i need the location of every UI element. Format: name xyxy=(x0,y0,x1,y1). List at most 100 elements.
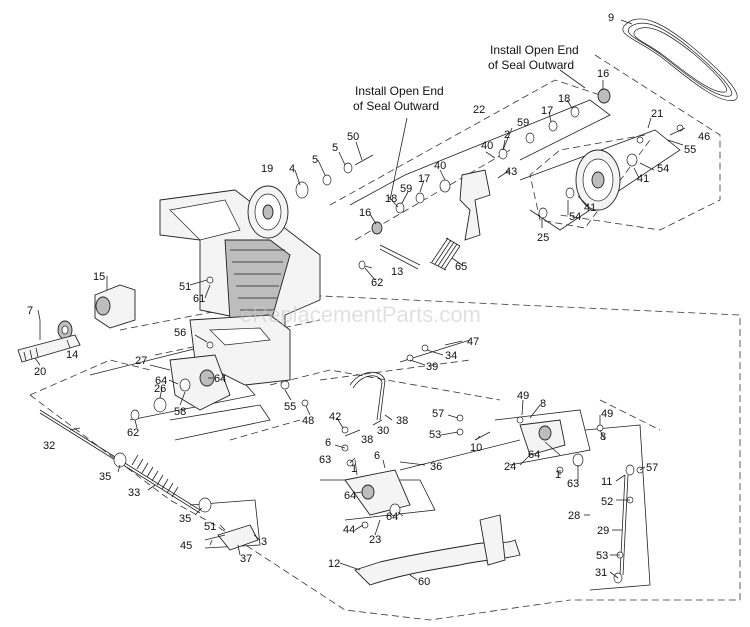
callout-50: 50 xyxy=(347,131,359,143)
callout-23: 23 xyxy=(369,534,381,546)
callout-55-lower: 55 xyxy=(284,401,296,413)
callout-64-center-lower: 64 xyxy=(386,511,398,523)
callout-62: 62 xyxy=(371,277,383,289)
callout-35: 35 xyxy=(99,471,111,483)
callout-1-center: 1 xyxy=(351,463,357,475)
callout-21: 21 xyxy=(651,108,663,120)
callout-55: 55 xyxy=(684,144,696,156)
washer-14-part xyxy=(57,320,73,340)
callout-32: 32 xyxy=(43,440,55,452)
bracket-23-part xyxy=(344,469,411,517)
callout-8-right: 8 xyxy=(600,431,606,443)
spring-33-part xyxy=(113,452,212,513)
callout-48: 48 xyxy=(302,415,314,427)
callout-20: 20 xyxy=(34,366,46,378)
callout-25: 25 xyxy=(537,232,549,244)
callout-51: 51 xyxy=(179,281,191,293)
watermark: eReplacementParts.com xyxy=(240,302,481,327)
callout-3: 3 xyxy=(261,536,267,548)
callout-12: 12 xyxy=(328,558,340,570)
callout-5: 5 xyxy=(332,142,338,154)
pedal-bracket-part xyxy=(130,354,231,421)
callout-40: 40 xyxy=(481,140,493,152)
seal-note-left-line1: Install Open End xyxy=(355,84,444,98)
callout-40-lower: 40 xyxy=(434,160,446,172)
callout-26: 26 xyxy=(154,383,166,395)
callout-37: 37 xyxy=(240,553,252,565)
bracket-24-part xyxy=(519,419,584,467)
callout-7: 7 xyxy=(27,305,33,317)
callout-64-bracket: 64 xyxy=(528,449,540,461)
callout-18-lower: 18 xyxy=(385,193,397,205)
callout-61: 61 xyxy=(193,293,205,305)
cable-30-part xyxy=(349,371,386,421)
callout-39: 39 xyxy=(426,361,438,373)
callout-2: 2 xyxy=(504,129,510,141)
callout-38-lower: 38 xyxy=(361,434,373,446)
callout-4: 4 xyxy=(289,163,295,175)
callout-64: 64 xyxy=(155,375,167,387)
callout-16: 16 xyxy=(597,68,609,80)
frame-part xyxy=(159,189,321,386)
callout-17-lower: 17 xyxy=(418,173,430,185)
callout-14: 14 xyxy=(66,349,78,361)
callout-60: 60 xyxy=(418,576,430,588)
callout-27: 27 xyxy=(135,355,147,367)
callout-38: 38 xyxy=(396,415,408,427)
callout-64-right: 64 xyxy=(214,373,226,385)
spring-65-part xyxy=(429,237,461,271)
callout-34: 34 xyxy=(445,350,457,362)
bearing-15-part xyxy=(94,284,136,329)
pulley-19-part xyxy=(247,185,289,239)
callout-54: 54 xyxy=(657,163,669,175)
callout-58: 58 xyxy=(174,406,186,418)
callout-49: 49 xyxy=(517,390,529,402)
callout-15: 15 xyxy=(93,271,105,283)
callout-49-right: 49 xyxy=(601,408,613,420)
callout-65: 65 xyxy=(455,261,467,273)
callout-56: 56 xyxy=(174,327,186,339)
idler-arm-part xyxy=(371,88,611,241)
callout-28: 28 xyxy=(568,510,580,522)
callout-16-lower: 16 xyxy=(359,207,371,219)
callout-5-lower: 5 xyxy=(312,154,318,166)
callout-59-lower: 59 xyxy=(400,183,412,195)
callout-31: 31 xyxy=(595,567,607,579)
callout-17: 17 xyxy=(541,105,553,117)
callout-33: 33 xyxy=(128,487,140,499)
callout-30: 30 xyxy=(377,425,389,437)
pedal-arm-part xyxy=(354,514,521,586)
callout-24: 24 xyxy=(504,461,516,473)
seal-note-left-line2: of Seal Outward xyxy=(353,99,439,113)
callout-51-lower: 51 xyxy=(204,521,216,533)
callout-52: 52 xyxy=(601,496,613,508)
callout-47: 47 xyxy=(467,336,479,348)
callout-13: 13 xyxy=(391,266,403,278)
callout-57-right: 57 xyxy=(646,462,658,474)
callout-45: 45 xyxy=(180,540,192,552)
callout-9: 9 xyxy=(608,12,614,24)
turnbuckle-part xyxy=(613,464,635,584)
leader-lines xyxy=(34,19,686,581)
callout-10: 10 xyxy=(470,442,482,454)
callout-42: 42 xyxy=(329,411,341,423)
callout-63-center: 63 xyxy=(319,454,331,466)
callout-6: 6 xyxy=(325,437,331,449)
seal-note-right-line1: Install Open End xyxy=(490,43,579,57)
callout-46: 46 xyxy=(698,131,710,143)
callout-44: 44 xyxy=(343,524,355,536)
lower-linkage-part xyxy=(204,524,259,551)
callout-54-lower: 54 xyxy=(569,211,581,223)
spacers-top-part xyxy=(295,154,374,199)
bolt-13-part xyxy=(358,244,421,270)
callout-62-lower: 62 xyxy=(127,427,139,439)
callout-36: 36 xyxy=(430,461,442,473)
callout-29: 29 xyxy=(597,525,609,537)
callout-53: 53 xyxy=(429,429,441,441)
callout-41: 41 xyxy=(637,173,649,185)
seal-note-right-line2: of Seal Outward xyxy=(488,58,574,72)
callouts: 9 16 18 17 59 22 21 46 55 2 40 40 43 50 … xyxy=(27,12,710,588)
clutch-pulley-part xyxy=(538,149,638,219)
callout-6-center: 6 xyxy=(374,450,380,462)
